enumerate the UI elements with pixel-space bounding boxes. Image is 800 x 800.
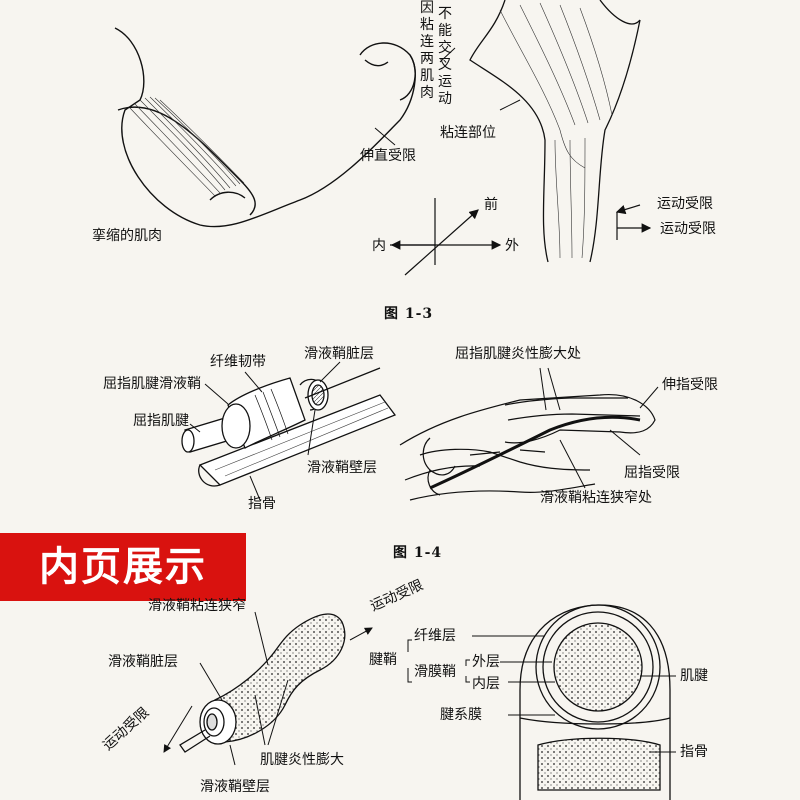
fig14-label-flexor-tendon-sheath: 屈指肌腱滑液鞘 [103,376,201,392]
fig15-label-synovial-sheath: 滑膜鞘 [414,664,456,680]
fig14-sheath-drawing [181,367,397,487]
fig14-label-inflammatory-swelling: 屈指肌腱炎性膨大处 [455,346,581,362]
fig13-vertical-note-col1: 因粘连两肌肉 [420,0,434,101]
fig14-label-finger-flexion-limited: 屈指受限 [624,465,680,481]
fig15-tendon-drawing [179,613,346,753]
fig13-label-extension-limited: 伸直受限 [360,148,416,164]
fig14-hand-drawing [399,393,656,501]
fig15-label-parietal-layer: 滑液鞘壁层 [200,779,270,795]
fig13-arm-drawing [114,27,416,228]
page-preview-banner: 内页展示 [0,533,246,601]
fig14-label-visceral-layer: 滑液鞘脏层 [304,346,374,362]
fig13-label-contracted-muscle: 挛缩的肌肉 [92,228,162,244]
fig13-label-motion-limited-2: 运动受限 [660,221,716,237]
fig14-label-flexor-tendon: 屈指肌腱 [133,413,189,429]
fig13-caption: 图 1-3 [384,306,434,322]
fig13-axis-cross [390,198,652,276]
fig13-vertical-note-col2: 不能交叉运动 [438,6,452,107]
fig14-label-fibrous-sheath: 纤维韧带 [210,354,266,370]
fig14-label-phalanx: 指骨 [248,496,276,512]
fig15-label-fibrous-layer: 纤维层 [414,628,456,644]
fig15-label-visceral-layer: 滑液鞘脏层 [108,654,178,670]
fig15-label-phalanx: 指骨 [680,744,708,760]
fig14-label-parietal-layer: 滑液鞘壁层 [307,460,377,476]
fig15-label-mesotendon: 腱系膜 [440,707,482,723]
fig14-flexor-tendon [429,415,641,490]
fig13-axis-front: 前 [484,197,498,213]
fig15-label-tendon: 肌腱 [680,668,708,684]
fig15-cross-section-drawing [519,604,671,800]
fig15-label-outer-layer: 外层 [472,654,500,670]
fig13-axis-inner: 内 [372,238,386,254]
fig15-label-tendon-sheath: 腱鞘 [369,652,397,668]
fig13-label-motion-limited-1: 运动受限 [657,196,713,212]
fig15-label-swelling: 肌腱炎性膨大 [260,752,344,768]
fig13-label-adhesion-site: 粘连部位 [440,125,496,141]
fig14-caption: 图 1-4 [393,545,443,561]
fig13-muscle-drawing [469,0,641,263]
fig14-label-finger-extension-limited: 伸指受限 [662,377,718,393]
fig14-label-adhesion-stenosis: 滑液鞘粘连狭窄处 [540,490,652,506]
fig15-label-inner-layer: 内层 [472,676,500,692]
fig15-label-adhesion-stenosis: 滑液鞘粘连狭窄 [148,598,246,614]
fig13-axis-outer: 外 [505,238,519,254]
